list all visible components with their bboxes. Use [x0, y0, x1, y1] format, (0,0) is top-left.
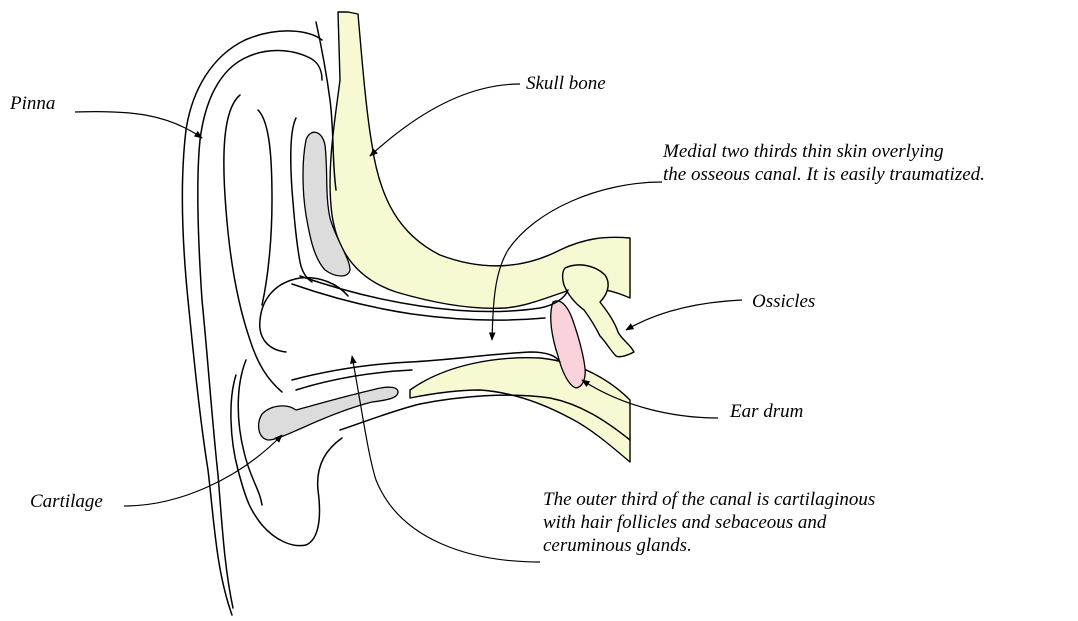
outer-third-line-2: with hair follicles and sebaceous and [543, 511, 875, 534]
outer-third-line-3: ceruminous glands. [543, 534, 875, 557]
antihelix-inner-outline [258, 110, 272, 305]
skull-bone-region [330, 12, 630, 308]
antihelix-outline [224, 95, 282, 392]
canal-lower-wall-inner [296, 370, 412, 390]
pinna-label: Pinna [10, 92, 55, 115]
medial-two-thirds-label: Medial two thirds thin skin overlying th… [663, 140, 985, 186]
concha-outline [260, 278, 348, 352]
skull-bone-leader [370, 84, 520, 156]
outer-third-label: The outer third of the canal is cartilag… [543, 488, 875, 557]
cartilage-label: Cartilage [30, 490, 103, 513]
medial-label-line-1: Medial two thirds thin skin overlying [663, 140, 985, 163]
medial-label-line-2: the osseous canal. It is easily traumati… [663, 163, 985, 186]
ear-drum-label: Ear drum [730, 400, 803, 423]
canal-floor-bone [410, 358, 630, 462]
cartilage-leader [124, 435, 282, 506]
ossicles-leader [626, 300, 742, 330]
outer-third-line-1: The outer third of the canal is cartilag… [543, 488, 875, 511]
pinna-leader [75, 112, 202, 138]
skull-bone-label: Skull bone [526, 72, 606, 95]
cartilage-lower [259, 387, 398, 440]
lobe-outline [231, 375, 342, 546]
ossicles-label: Ossicles [752, 290, 815, 313]
